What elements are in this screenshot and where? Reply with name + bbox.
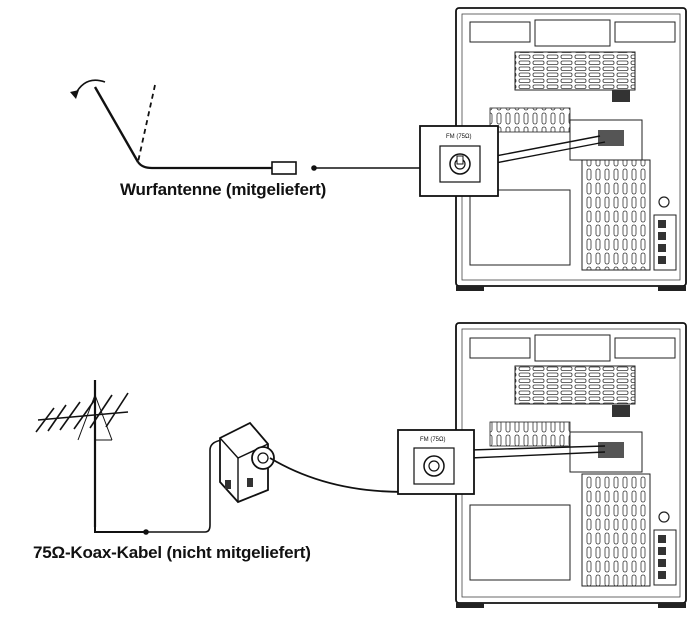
device-back-panel-top — [455, 7, 687, 291]
antenna-arm — [93, 86, 140, 163]
loop-antenna — [70, 79, 448, 175]
coax-cable-in — [148, 439, 223, 533]
fm-jack-callout-top: FM (75Ω) — [419, 125, 499, 197]
arrow-head-icon — [70, 90, 79, 99]
coax-cable-caption: 75Ω-Koax-Kabel (nicht mitgeliefert) — [33, 543, 311, 562]
jack-label: FM (75Ω) — [446, 134, 472, 140]
fm-jack-callout-bottom: FM (75Ω) — [397, 429, 475, 495]
antenna-plug — [271, 161, 297, 175]
antenna-wire — [137, 161, 272, 170]
rotate-arrow-icon — [74, 79, 106, 96]
outdoor-antenna — [35, 380, 223, 535]
device-back-panel-bottom — [455, 322, 687, 608]
jack-label-bottom: FM (75Ω) — [420, 437, 446, 443]
loop-antenna-caption: Wurfantenne (mitgeliefert) — [120, 180, 327, 199]
antenna-arm-dashed — [137, 84, 156, 163]
